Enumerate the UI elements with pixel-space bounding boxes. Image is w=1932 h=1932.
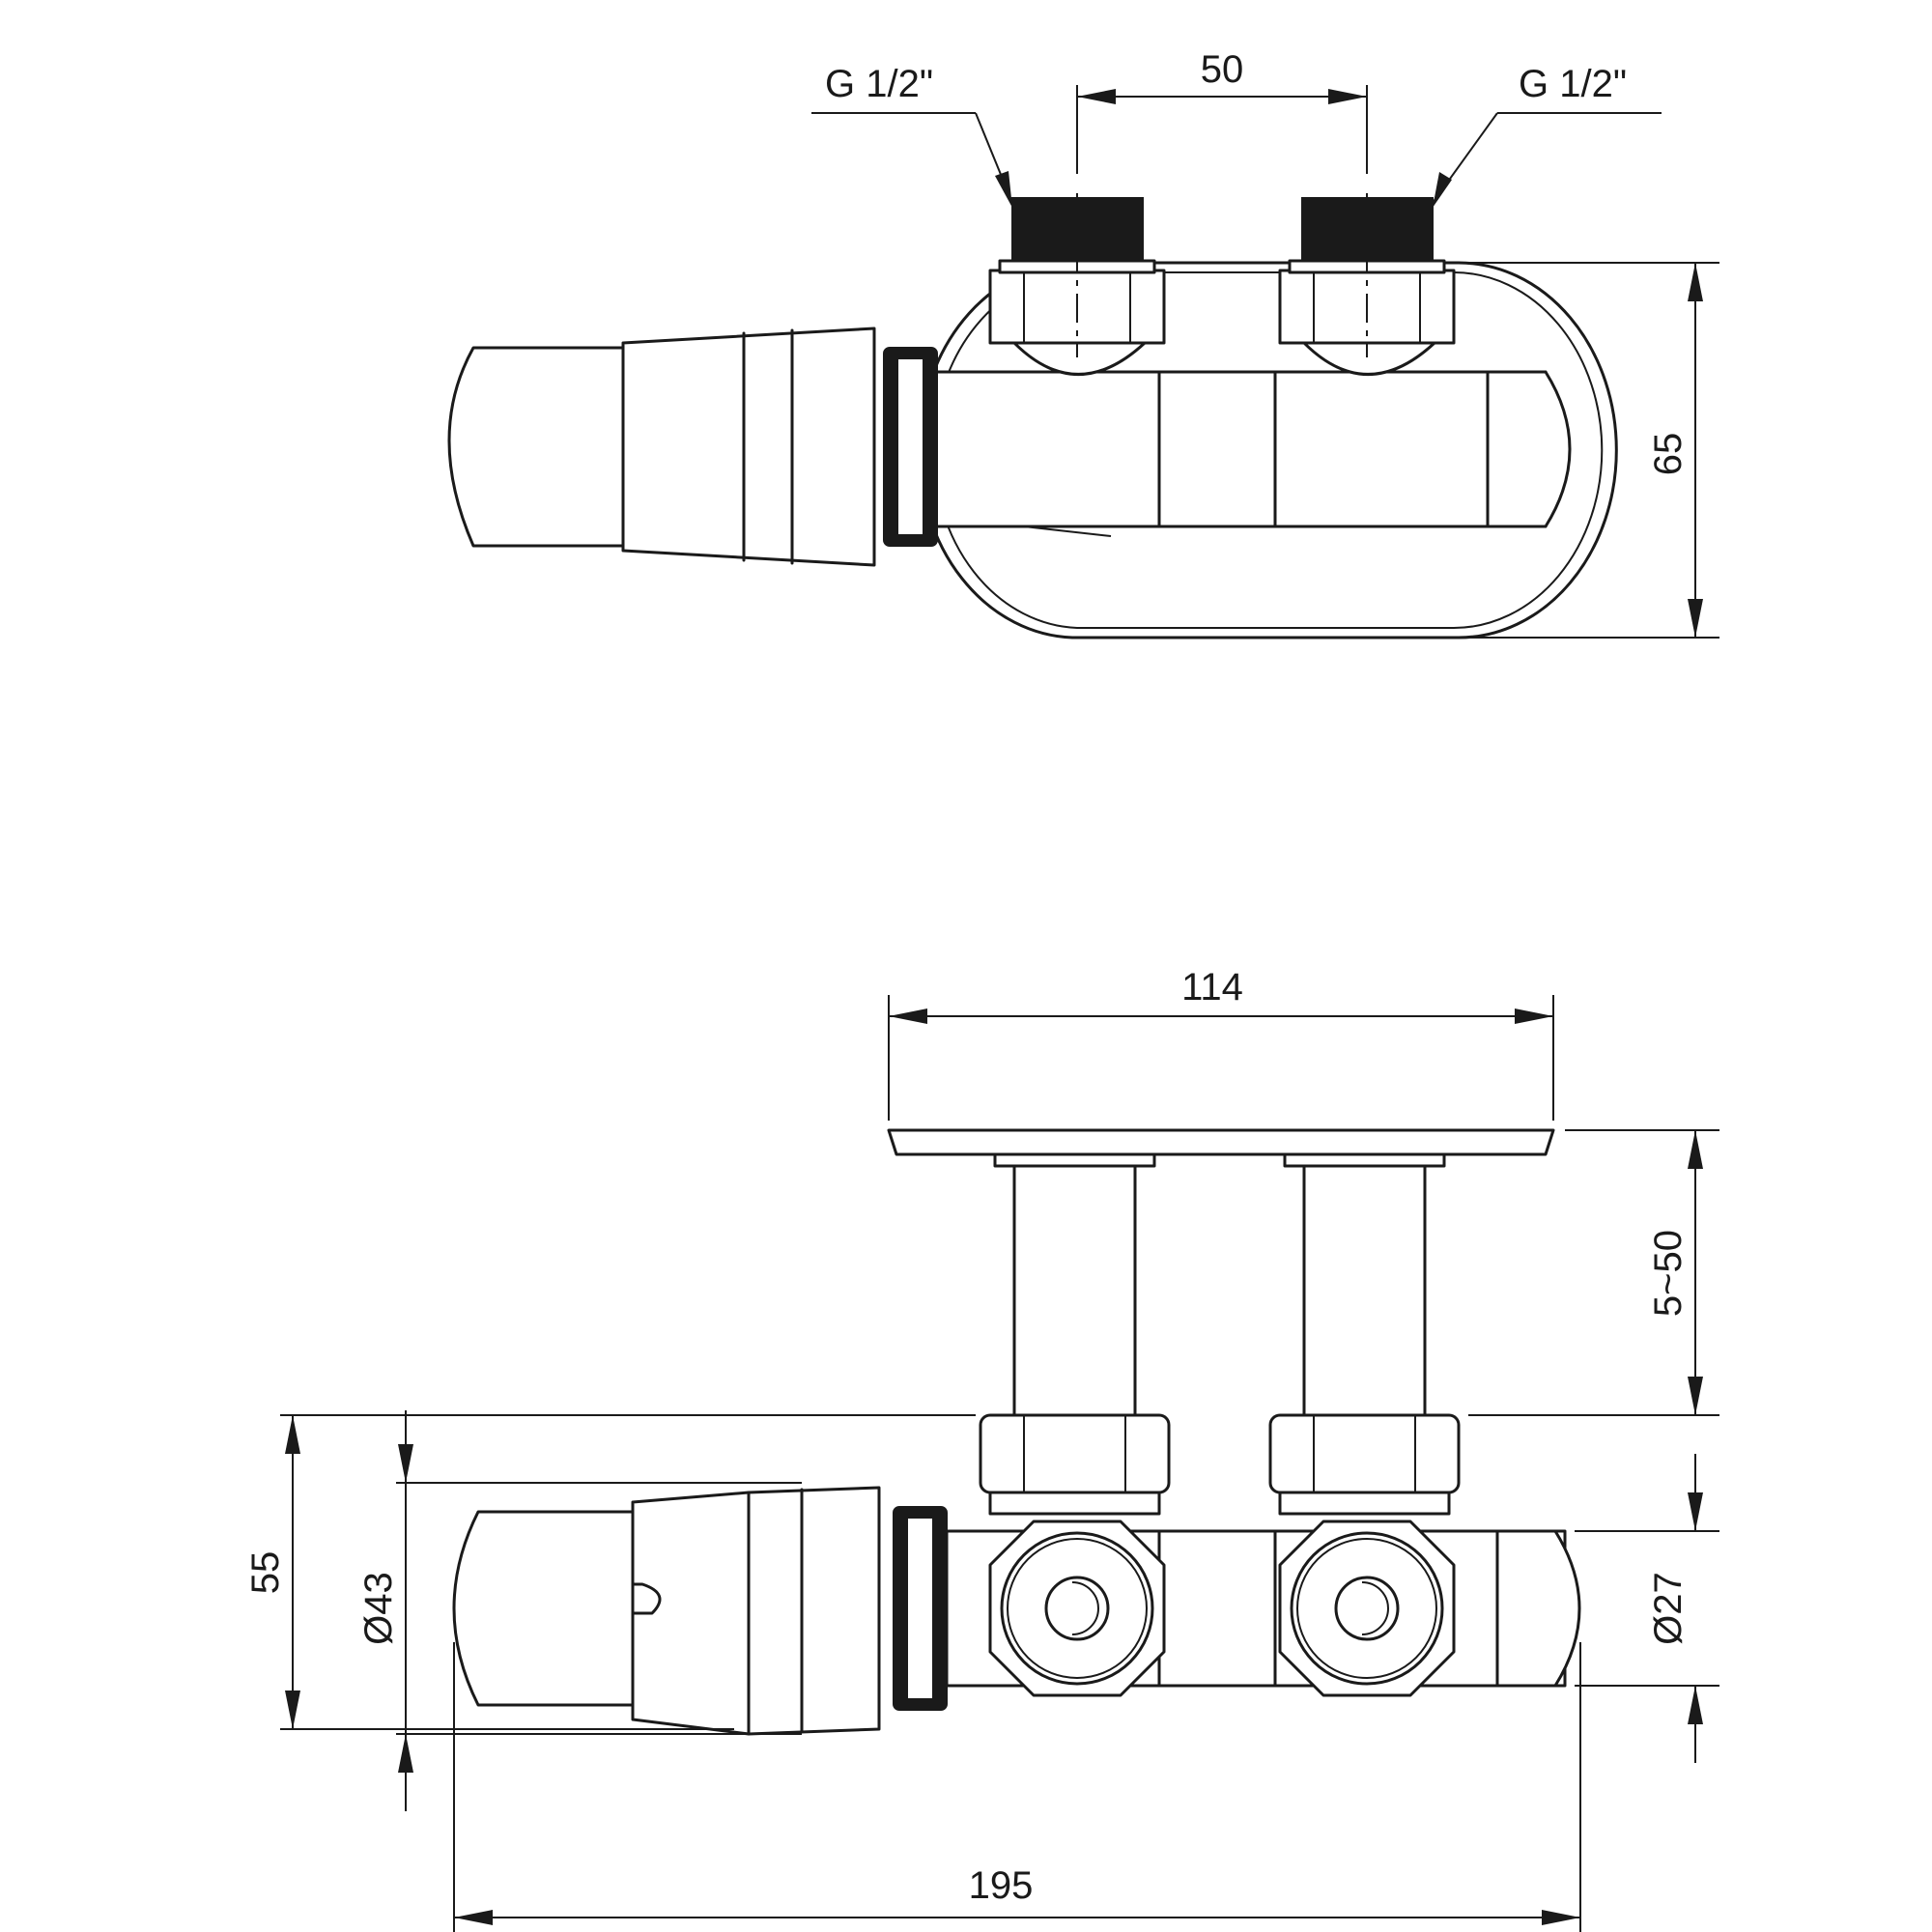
dim-plate-width: 114 (1181, 966, 1243, 1009)
dim-height-65: 65 (1647, 433, 1690, 476)
front-head-sleeve (631, 1486, 881, 1736)
top-end-cap (1486, 370, 1572, 528)
thread-label-right: G 1/2" (1519, 63, 1627, 105)
extension-pipe-right (1302, 1164, 1427, 1417)
plate-collar-right (1283, 1152, 1446, 1168)
wall-plate (887, 1128, 1555, 1156)
dim-overall-length: 195 (969, 1864, 1034, 1907)
front-view: 114 5~50 Ø27 55 Ø43 (244, 966, 1719, 1932)
dim-height-55: 55 (244, 1551, 287, 1595)
dim-extension-range: 5~50 (1647, 1230, 1690, 1317)
front-nut-right (1268, 1413, 1461, 1516)
thread-label-left: G 1/2" (825, 63, 933, 105)
top-head-sleeve (621, 327, 876, 567)
front-end-cap (1495, 1529, 1581, 1688)
dim-body-diameter: Ø27 (1647, 1572, 1690, 1645)
top-body (925, 370, 1548, 528)
front-head-knob (452, 1510, 639, 1707)
front-valve-port-left (988, 1520, 1166, 1697)
plate-collar-left (993, 1152, 1156, 1168)
dim-head-diameter: Ø43 (357, 1572, 400, 1645)
top-head-knob (447, 346, 630, 548)
top-view: 50 G 1/2" G 1/2" 65 (447, 48, 1719, 639)
front-nut-left (979, 1413, 1171, 1516)
extension-pipe-left (1012, 1164, 1137, 1417)
dim-center-distance: 50 (1201, 48, 1244, 91)
top-cover-inner (932, 270, 1604, 629)
front-valve-port-right (1278, 1520, 1456, 1697)
